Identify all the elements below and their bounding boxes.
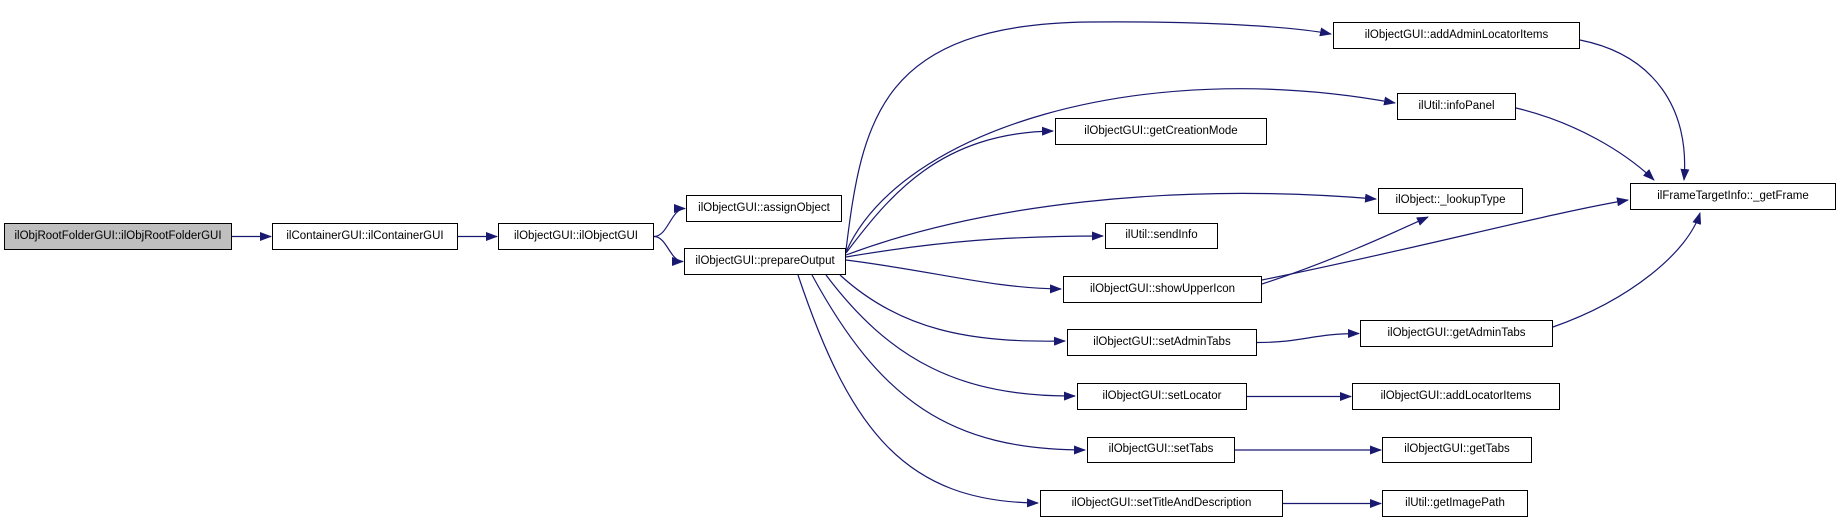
graph-edge-object-assignObject bbox=[653, 204, 686, 238]
graph-edge-prepareOutput-setTabs bbox=[811, 274, 1086, 455]
graph-node-setTabs[interactable]: ilObjectGUI::setTabs bbox=[1087, 437, 1235, 463]
graph-node-getTabs[interactable]: ilObjectGUI::getTabs bbox=[1382, 437, 1532, 463]
graph-node-container[interactable]: ilContainerGUI::ilContainerGUI bbox=[272, 223, 458, 250]
graph-edge-showUpperIcon-lookupType bbox=[1261, 216, 1429, 285]
graph-node-setAdminTabs[interactable]: ilObjectGUI::setAdminTabs bbox=[1067, 329, 1257, 356]
graph-edge-prepareOutput-setTitleAndDescription bbox=[797, 274, 1039, 508]
graph-edge-prepareOutput-setLocator bbox=[825, 274, 1076, 401]
graph-node-infoPanel[interactable]: ilUtil::infoPanel bbox=[1397, 93, 1516, 120]
graph-node-setLocator[interactable]: ilObjectGUI::setLocator bbox=[1077, 383, 1247, 410]
graph-node-getAdminTabs[interactable]: ilObjectGUI::getAdminTabs bbox=[1360, 320, 1553, 347]
graph-node-getImagePath[interactable]: ilUtil::getImagePath bbox=[1382, 490, 1528, 517]
graph-edge-prepareOutput-getCreationMode bbox=[845, 126, 1054, 254]
graph-edge-prepareOutput-showUpperIcon bbox=[845, 259, 1062, 294]
graph-node-addAdminLocatorItems[interactable]: ilObjectGUI::addAdminLocatorItems bbox=[1333, 22, 1580, 49]
graph-node-addLocatorItems[interactable]: ilObjectGUI::addLocatorItems bbox=[1352, 383, 1560, 410]
graph-node-getFrame[interactable]: ilFrameTargetInfo::_getFrame bbox=[1630, 183, 1836, 210]
graph-edge-prepareOutput-setAdminTabs bbox=[839, 274, 1066, 346]
graph-node-object[interactable]: ilObjectGUI::ilObjectGUI bbox=[498, 223, 654, 250]
graph-node-root[interactable]: ilObjRootFolderGUI::ilObjRootFolderGUI bbox=[4, 223, 232, 250]
graph-node-getCreationMode[interactable]: ilObjectGUI::getCreationMode bbox=[1055, 118, 1267, 145]
graph-edge-object-prepareOutput bbox=[653, 235, 684, 266]
graph-node-setTitleAndDescription[interactable]: ilObjectGUI::setTitleAndDescription bbox=[1040, 490, 1283, 517]
graph-edge-addAdminLocatorItems-getFrame bbox=[1579, 39, 1690, 181]
graph-node-sendInfo[interactable]: ilUtil::sendInfo bbox=[1105, 223, 1218, 249]
graph-node-showUpperIcon[interactable]: ilObjectGUI::showUpperIcon bbox=[1063, 276, 1262, 303]
graph-node-prepareOutput[interactable]: ilObjectGUI::prepareOutput bbox=[684, 248, 846, 275]
graph-edge-setAdminTabs-getAdminTabs bbox=[1256, 329, 1360, 344]
graph-edge-prepareOutput-sendInfo bbox=[845, 231, 1104, 258]
graph-edge-getAdminTabs-getFrame bbox=[1552, 212, 1702, 328]
graph-node-lookupType[interactable]: ilObject::_lookupType bbox=[1378, 188, 1523, 214]
graph-node-assignObject[interactable]: ilObjectGUI::assignObject bbox=[686, 195, 842, 222]
graph-edge-infoPanel-getFrame bbox=[1515, 107, 1655, 181]
